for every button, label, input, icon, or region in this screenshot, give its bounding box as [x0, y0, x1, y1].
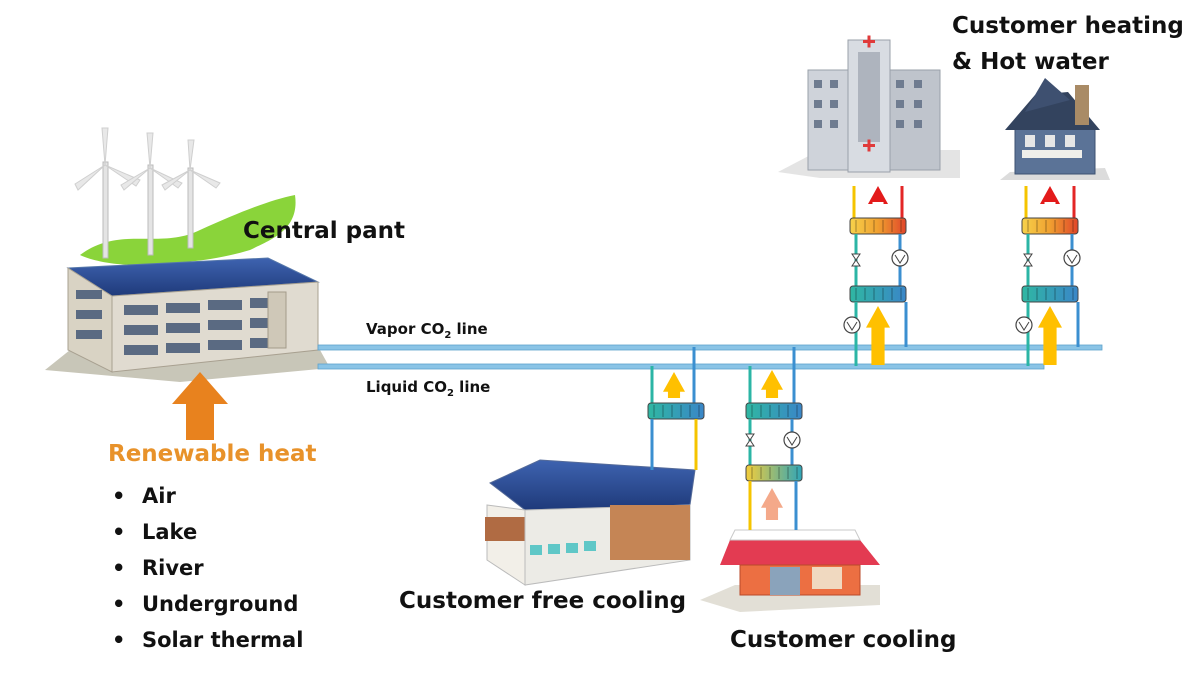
heat-transfer-arrow: [1038, 306, 1062, 365]
green-hill: [80, 195, 296, 266]
compressor-icon: [783, 431, 801, 449]
compressor-symbol: [1066, 254, 1078, 264]
plant-windows: [76, 290, 284, 355]
hospital-illustration: [778, 35, 960, 178]
free-cooling-label: Customer free cooling: [399, 588, 687, 614]
compressor-icon: [1063, 249, 1081, 267]
central-plant-label: Central pant: [243, 218, 405, 244]
house-illustration: [1000, 78, 1110, 180]
central-plant-illustration: [45, 127, 330, 382]
list-item: •Underground: [112, 592, 299, 616]
free-cooling-substation: [647, 347, 705, 470]
renewable-sources-list: •Air •Lake •River •Underground •Solar th…: [112, 478, 303, 658]
expansion-valve-icon: [745, 433, 755, 447]
liquid-co2-line: [317, 363, 1045, 370]
compressor-symbol: [786, 436, 798, 446]
heat-supply-arrow: [868, 186, 888, 204]
compressor-icon: [891, 249, 909, 267]
evaporator-exchanger-icon: [849, 285, 907, 303]
hospital-substation: [843, 186, 909, 366]
list-item: •River: [112, 556, 204, 580]
liquid-line-label: Liquid CO2 line: [366, 378, 491, 399]
expansion-valve-icon: [851, 253, 861, 267]
cooling-label: Customer cooling: [730, 627, 957, 653]
heat-transfer-arrow: [866, 306, 890, 365]
heating-label-line2: & Hot water: [952, 49, 1109, 75]
heat-supply-arrow: [1040, 186, 1060, 204]
free-cooling-exchanger-icon: [647, 402, 705, 420]
compressor-symbol: [894, 254, 906, 264]
cooling-condenser-exchanger-icon: [745, 402, 803, 420]
cooling-load-arrow: [761, 488, 783, 520]
compressor-symbol: [846, 321, 858, 331]
list-item: •Lake: [112, 520, 198, 544]
list-item: •Solar thermal: [112, 628, 304, 652]
heating-label-line1: Customer heating: [952, 13, 1184, 39]
condenser-exchanger-icon: [1021, 217, 1079, 235]
compressor-icon: [843, 316, 861, 334]
cooling-substation: [745, 347, 803, 530]
cooling-evaporator-exchanger-icon: [745, 464, 803, 482]
house-substation: [1015, 186, 1081, 366]
renewable-heat-arrow: [172, 372, 228, 440]
compressor-icon: [1015, 316, 1033, 334]
condenser-exchanger-icon: [849, 217, 907, 235]
compressor-symbol: [1018, 321, 1030, 331]
wind-turbine-icon: [74, 127, 221, 259]
hospital-cross-icon: [863, 35, 875, 152]
shop-illustration: [700, 529, 880, 612]
cooling-heat-arrow: [663, 372, 685, 398]
list-item: •Air: [112, 484, 176, 508]
free-cooling-building-illustration: [485, 459, 696, 586]
plant-tower: [267, 291, 287, 349]
cooling-heat-arrow: [761, 370, 783, 398]
expansion-valve-icon: [1023, 253, 1033, 267]
vapor-co2-line: [317, 344, 1103, 351]
evaporator-exchanger-icon: [1021, 285, 1079, 303]
renewable-heat-label: Renewable heat: [108, 441, 317, 467]
vapor-line-label: Vapor CO2 line: [366, 320, 488, 341]
